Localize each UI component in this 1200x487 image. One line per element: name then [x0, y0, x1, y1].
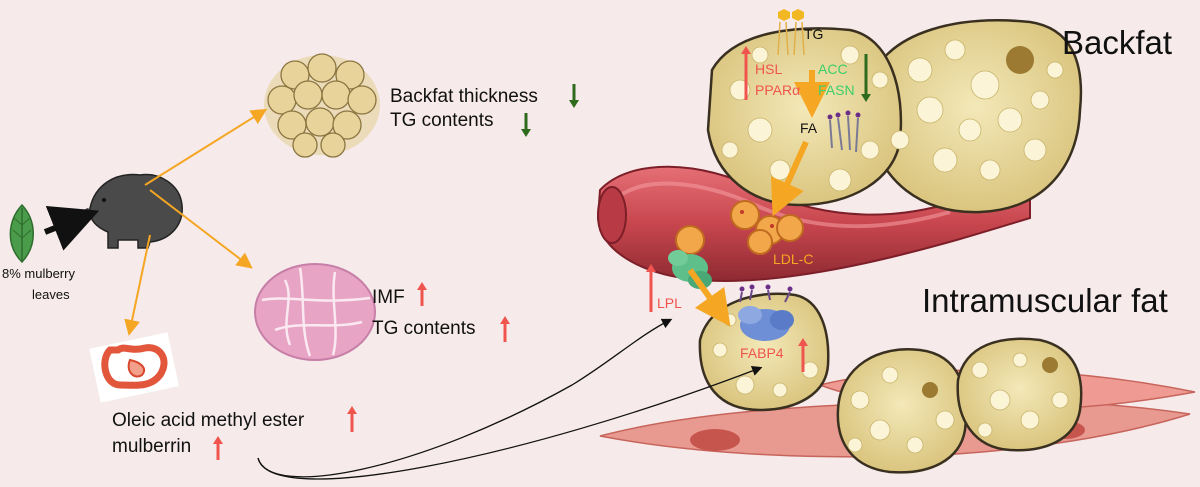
leaf-label-line1: 8% mulberry [2, 266, 75, 281]
imf-label: IMF [372, 287, 405, 308]
mulberry-leaf-icon [9, 203, 34, 264]
leaf-label-line2: leaves [32, 287, 70, 302]
mulberrin-label: mulberrin [112, 436, 192, 457]
muscle-section-icon [254, 263, 376, 361]
oleic-acid-label: Oleic acid methyl ester [112, 410, 305, 431]
tg-label: TG [804, 26, 824, 42]
tg-glycerol-icon [777, 9, 805, 56]
hsl-label: HSL [755, 61, 783, 77]
boar-icon [79, 173, 183, 249]
flux-arrows [687, 70, 830, 327]
lpl-label: LPL [657, 295, 682, 311]
backfat-tissue-icon [264, 53, 380, 158]
ldl-c-label: LDL-C [773, 251, 814, 267]
acc-label: ACC [818, 61, 848, 77]
regulation-arrows [213, 46, 871, 460]
fabp4-protein [738, 284, 794, 341]
metabolite-target-arrows [257, 318, 763, 480]
backfat-title: Backfat [1062, 24, 1173, 61]
fa-label: FA [800, 120, 818, 136]
backfat-thickness-label: Backfat thickness [390, 86, 538, 107]
fasn-label: FASN [818, 82, 855, 98]
ppara-label: PPARα [755, 82, 801, 98]
backfat-tg-label: TG contents [390, 110, 494, 131]
fabp4-label: FABP4 [740, 345, 784, 361]
ldl-particles [675, 200, 804, 255]
intramuscular-fat-title: Intramuscular fat [922, 282, 1168, 319]
backfat-adipocytes [706, 19, 1083, 214]
intramuscular-adipocytes [698, 292, 1083, 474]
feed-arrow [43, 205, 100, 251]
membrane-lipids [829, 115, 859, 153]
intestine-icon [89, 332, 179, 403]
effect-arrows [124, 108, 268, 336]
imf-tg-label: TG contents [372, 318, 476, 339]
